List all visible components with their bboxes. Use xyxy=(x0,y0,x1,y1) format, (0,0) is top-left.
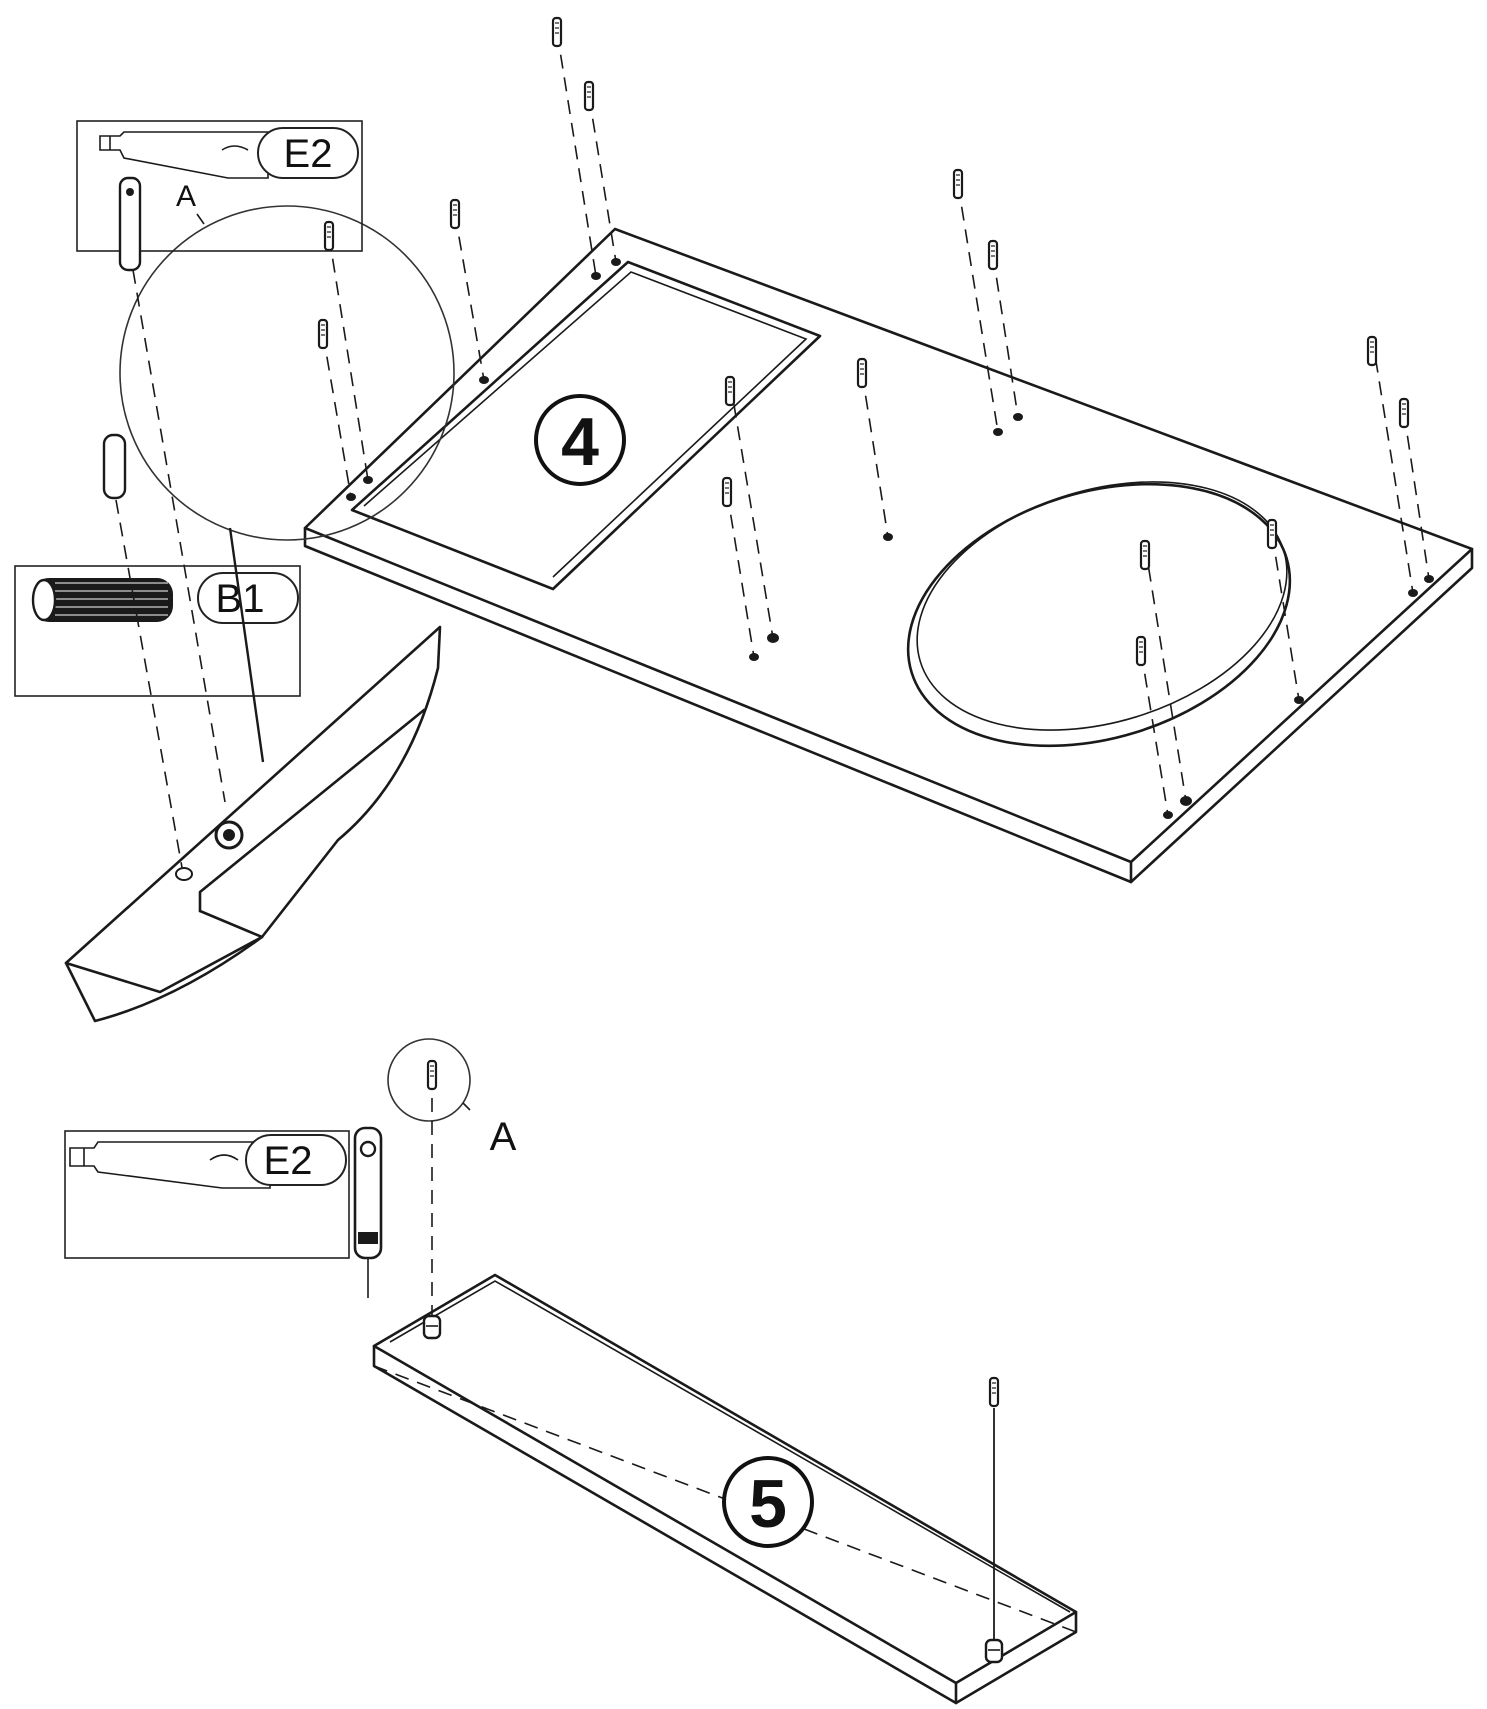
cam-bolt-icon xyxy=(99,131,269,179)
e2-callout-bottom: E2 xyxy=(64,1126,383,1298)
detail-a-bottom: A xyxy=(387,1038,517,1322)
part-4-number: 4 xyxy=(561,404,599,480)
e2-callout-top: E2 xyxy=(76,120,363,803)
wooden-dowel-icon xyxy=(31,578,173,622)
magnifier-circle-icon xyxy=(387,1038,471,1122)
detail-label-a-top: A xyxy=(176,180,196,213)
panel-4-cam-bolts xyxy=(317,16,1434,819)
side-leg-connectors xyxy=(102,433,265,874)
magnifier-circle-icon xyxy=(119,205,455,541)
cam-bolt-icon xyxy=(69,1141,271,1189)
detail-a-top: A xyxy=(119,180,455,541)
panel-5 xyxy=(372,1273,1078,1705)
e2-label-top: E2 xyxy=(284,132,333,176)
e2-label-bottom: E2 xyxy=(264,1139,313,1183)
b1-callout: B1 xyxy=(14,565,301,697)
panel-4 xyxy=(303,227,1474,884)
side-leg-panel xyxy=(64,625,442,1023)
part-5-number: 5 xyxy=(749,1466,787,1542)
detail-label-a-bottom: A xyxy=(490,1115,517,1159)
part-5-badge: 5 xyxy=(722,1456,814,1548)
part-4-badge: 4 xyxy=(534,394,626,486)
